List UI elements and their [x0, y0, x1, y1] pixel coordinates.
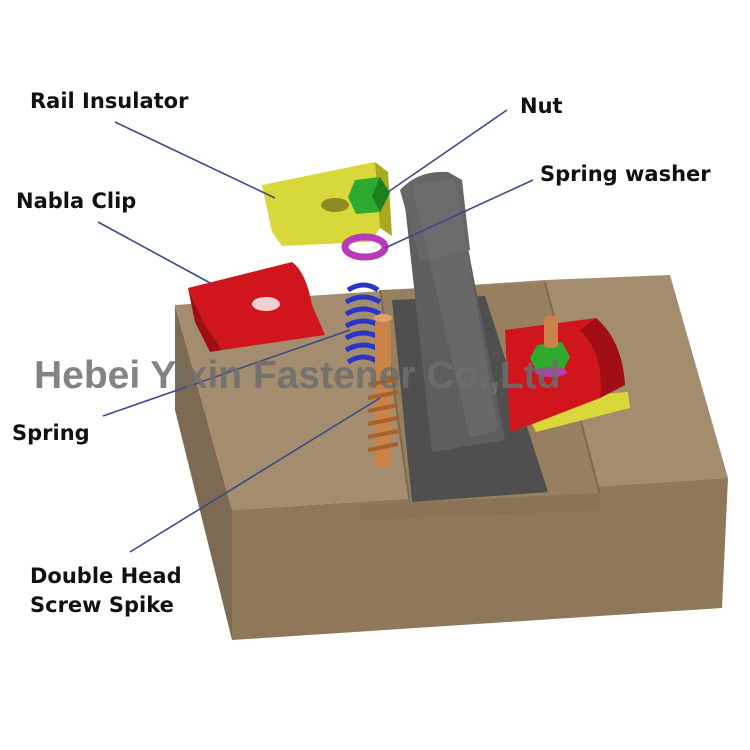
label-rail-insulator: Rail Insulator — [30, 89, 189, 113]
installed-fastening — [505, 316, 630, 432]
label-double-head: Double Head — [30, 564, 182, 588]
nabla-clip-part — [188, 262, 325, 352]
rail — [392, 171, 548, 502]
label-screw-spike: Screw Spike — [30, 593, 174, 617]
spike-top — [374, 314, 392, 322]
spring-washer-part — [341, 233, 389, 261]
screw-spike-part — [367, 314, 399, 468]
rail-highlight — [412, 178, 498, 438]
leader-screw-spike — [129, 397, 381, 553]
insulator-body — [262, 162, 380, 246]
installed-nut — [530, 342, 570, 373]
leader-spring-washer — [384, 179, 534, 249]
leader-rail-insulator — [114, 121, 276, 199]
groove-front-notch — [360, 493, 600, 520]
watermark: Hebei Yixin Fastener Co.,Ltd — [34, 354, 561, 397]
installed-clip-shade — [580, 318, 625, 398]
leader-nut — [387, 109, 508, 193]
sleeper-front-face — [232, 478, 728, 640]
labels: Rail Insulator Nut Spring washer Nabla C… — [12, 89, 711, 617]
label-spring-washer: Spring washer — [540, 162, 711, 186]
label-spring: Spring — [12, 421, 90, 445]
leader-spring — [102, 329, 351, 417]
insulator-hole — [321, 198, 349, 212]
leader-nabla-clip — [97, 221, 213, 285]
washer-ring — [341, 233, 389, 261]
leader-lines — [97, 109, 534, 553]
label-nut: Nut — [520, 94, 563, 118]
clip-hole — [252, 297, 280, 311]
sleeper-left-face — [175, 305, 232, 640]
spike-threads — [367, 377, 399, 452]
installed-spike-top — [544, 316, 558, 348]
nut-part — [348, 177, 390, 214]
label-nabla-clip: Nabla Clip — [16, 189, 136, 213]
clip-fold — [188, 288, 222, 352]
installed-washer — [535, 367, 567, 377]
nut-shade — [372, 177, 390, 212]
